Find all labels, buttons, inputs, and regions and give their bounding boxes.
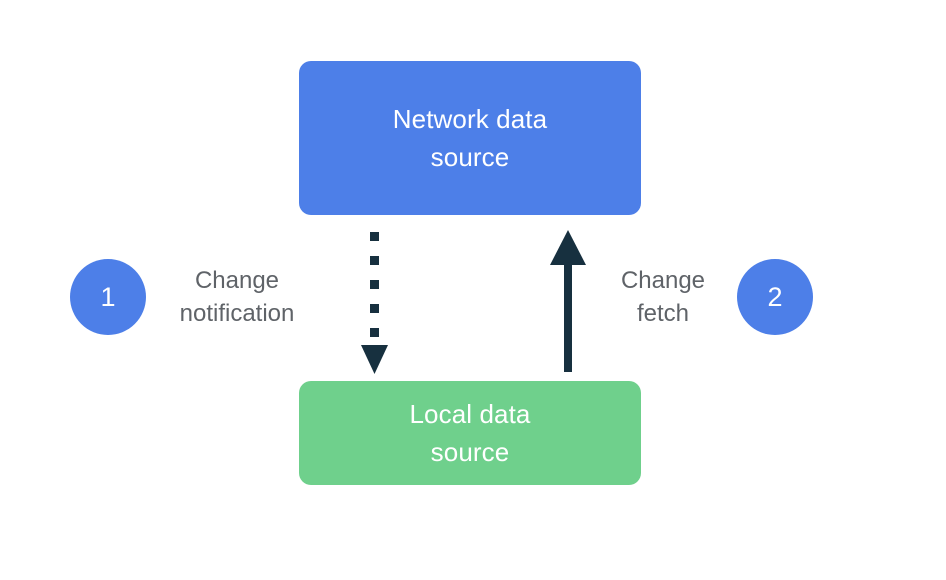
- step-badge-1-number: 1: [100, 281, 116, 312]
- change-notification-arrow-icon: [361, 232, 388, 374]
- network-data-source-node[interactable]: Network data source: [299, 61, 641, 215]
- network-data-source-label: Network data source: [392, 104, 548, 172]
- step-badge-2-number: 2: [767, 281, 783, 312]
- change-fetch-arrow-icon: [550, 230, 586, 372]
- step-badge-1[interactable]: 1: [70, 259, 146, 335]
- step-badge-2[interactable]: 2: [737, 259, 813, 335]
- step-label-change-fetch: Change fetch: [620, 267, 706, 327]
- step-label-change-notification: Change notification: [179, 267, 295, 327]
- local-data-source-label: Local data source: [409, 399, 531, 467]
- local-data-source-node[interactable]: Local data source: [299, 381, 641, 485]
